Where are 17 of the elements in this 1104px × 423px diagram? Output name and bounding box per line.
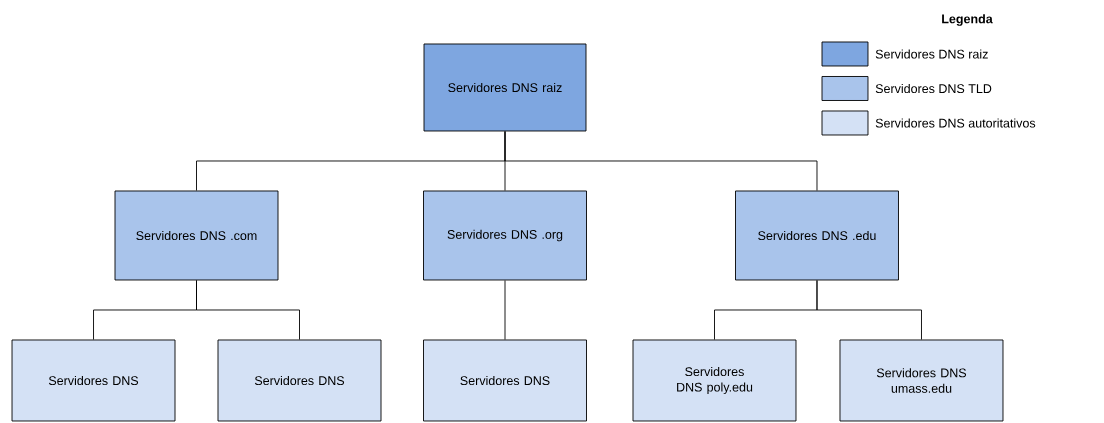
tld-server-box: Servidores DNS .com [114, 190, 279, 281]
legend-text: Servidores DNS autoritativos [875, 118, 1036, 128]
authoritative-server-box: Servidores DNS [11, 339, 176, 422]
authoritative-server-box: Servidores DNS poly.edu [632, 339, 797, 422]
authoritative-server-box: Servidores DNS [217, 339, 382, 422]
authoritative-server-box: Servidores DNS umass.edu [839, 339, 1004, 422]
legend-title: Legenda [942, 14, 993, 26]
legend-text: Servidores DNS TLD [875, 83, 992, 94]
tld-server-box: Servidores DNS .org [423, 190, 587, 281]
connector-line [196, 280, 300, 340]
authoritative-server-box: Servidores DNS [423, 339, 587, 422]
root-server-box: Servidores DNS raiz [423, 43, 587, 132]
tld-server-box: Servidores DNS .edu [735, 190, 899, 281]
connector-line [504, 131, 818, 191]
legend-text: Servidores DNS raiz [875, 49, 988, 59]
connector-line [816, 280, 922, 340]
connector-line [504, 280, 506, 340]
